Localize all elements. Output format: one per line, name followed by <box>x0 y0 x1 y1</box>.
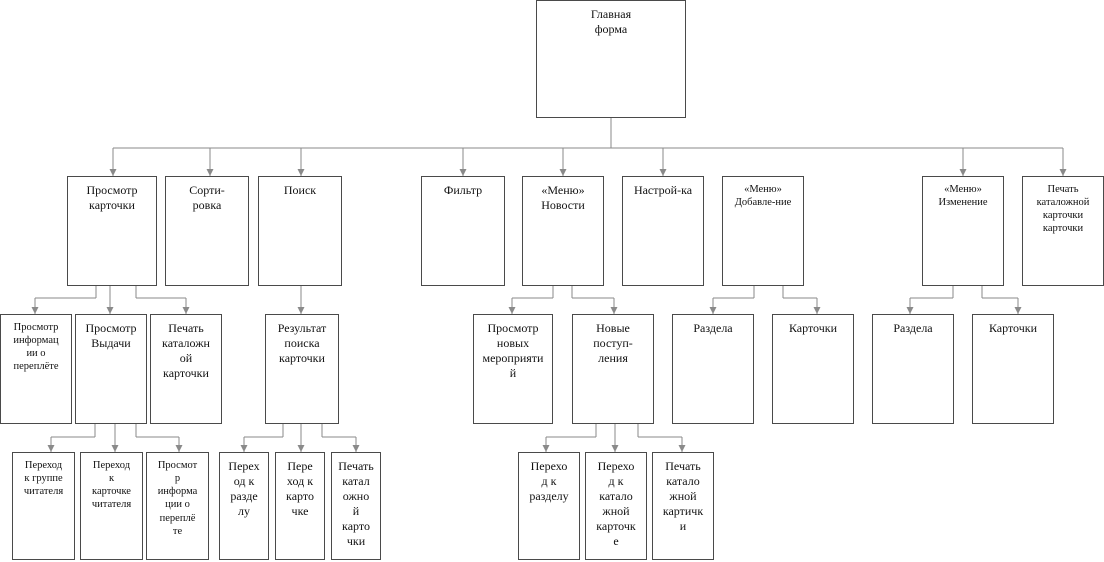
node-menu-edit: «Меню» Изменение <box>922 176 1004 286</box>
arrowhead <box>47 445 55 452</box>
node-goto-reader-group: Переход к группе читателя <box>12 452 75 560</box>
node-print-catalog-card-news: Печать катало жной картичк и <box>652 452 714 560</box>
node-add-section: Раздела <box>672 314 754 424</box>
arrowhead <box>352 445 360 452</box>
arrowhead <box>1059 169 1067 176</box>
node-menu-add: «Меню» Добавле-ние <box>722 176 804 286</box>
node-view-card: Просмотр карточки <box>67 176 157 286</box>
arrowhead <box>508 307 516 314</box>
arrowhead <box>297 169 305 176</box>
arrowhead <box>611 445 619 452</box>
arrowhead <box>31 307 39 314</box>
arrowhead <box>906 307 914 314</box>
arrowhead <box>206 169 214 176</box>
node-menu-news: «Меню» Новости <box>522 176 604 286</box>
arrowhead <box>1014 307 1022 314</box>
node-filter: Фильтр <box>421 176 505 286</box>
node-print-catalog-card-top: Печать каталожной карточки карточки <box>1022 176 1104 286</box>
arrowhead <box>297 307 305 314</box>
node-edit-card: Карточки <box>972 314 1054 424</box>
node-goto-section: Перех од к разде лу <box>219 452 269 560</box>
arrowhead <box>678 445 686 452</box>
arrowhead <box>559 169 567 176</box>
arrowhead <box>297 445 305 452</box>
arrowhead <box>709 307 717 314</box>
node-view-new-events: Просмотр новых мероприяти й <box>473 314 553 424</box>
arrowhead <box>542 445 550 452</box>
node-view-issue: Просмотр Выдачи <box>75 314 147 424</box>
node-new-arrivals: Новые поступ- ления <box>572 314 654 424</box>
node-main-form: Главная форма <box>536 0 686 118</box>
node-goto-catalog-card: Перехо д к катало жной карточк е <box>585 452 647 560</box>
node-add-card: Карточки <box>772 314 854 424</box>
node-sort: Сорти- ровка <box>165 176 249 286</box>
node-goto-section-news: Перехо д к разделу <box>518 452 580 560</box>
node-settings: Настрой-ка <box>622 176 704 286</box>
arrowhead <box>813 307 821 314</box>
arrowhead <box>111 445 119 452</box>
node-print-catalog: Печать катал ожно й карто чки <box>331 452 381 560</box>
node-search: Поиск <box>258 176 342 286</box>
node-search-result: Результат поиска карточки <box>265 314 339 424</box>
arrowhead <box>182 307 190 314</box>
node-print-catalog-card: Печать каталожн ой карточки <box>150 314 222 424</box>
arrowhead <box>240 445 248 452</box>
node-view-binding-info: Просмотр информац ии о переплёте <box>0 314 72 424</box>
arrowhead <box>109 169 117 176</box>
arrowhead <box>175 445 183 452</box>
arrowhead <box>959 169 967 176</box>
arrowhead <box>106 307 114 314</box>
arrowhead <box>459 169 467 176</box>
arrowhead <box>610 307 618 314</box>
node-edit-section: Раздела <box>872 314 954 424</box>
node-view-binding-info-2: Просмот р информа ции о переплё те <box>146 452 209 560</box>
node-goto-card: Пере ход к карто чке <box>275 452 325 560</box>
node-goto-reader-card: Переход к карточке читателя <box>80 452 143 560</box>
arrowhead <box>659 169 667 176</box>
